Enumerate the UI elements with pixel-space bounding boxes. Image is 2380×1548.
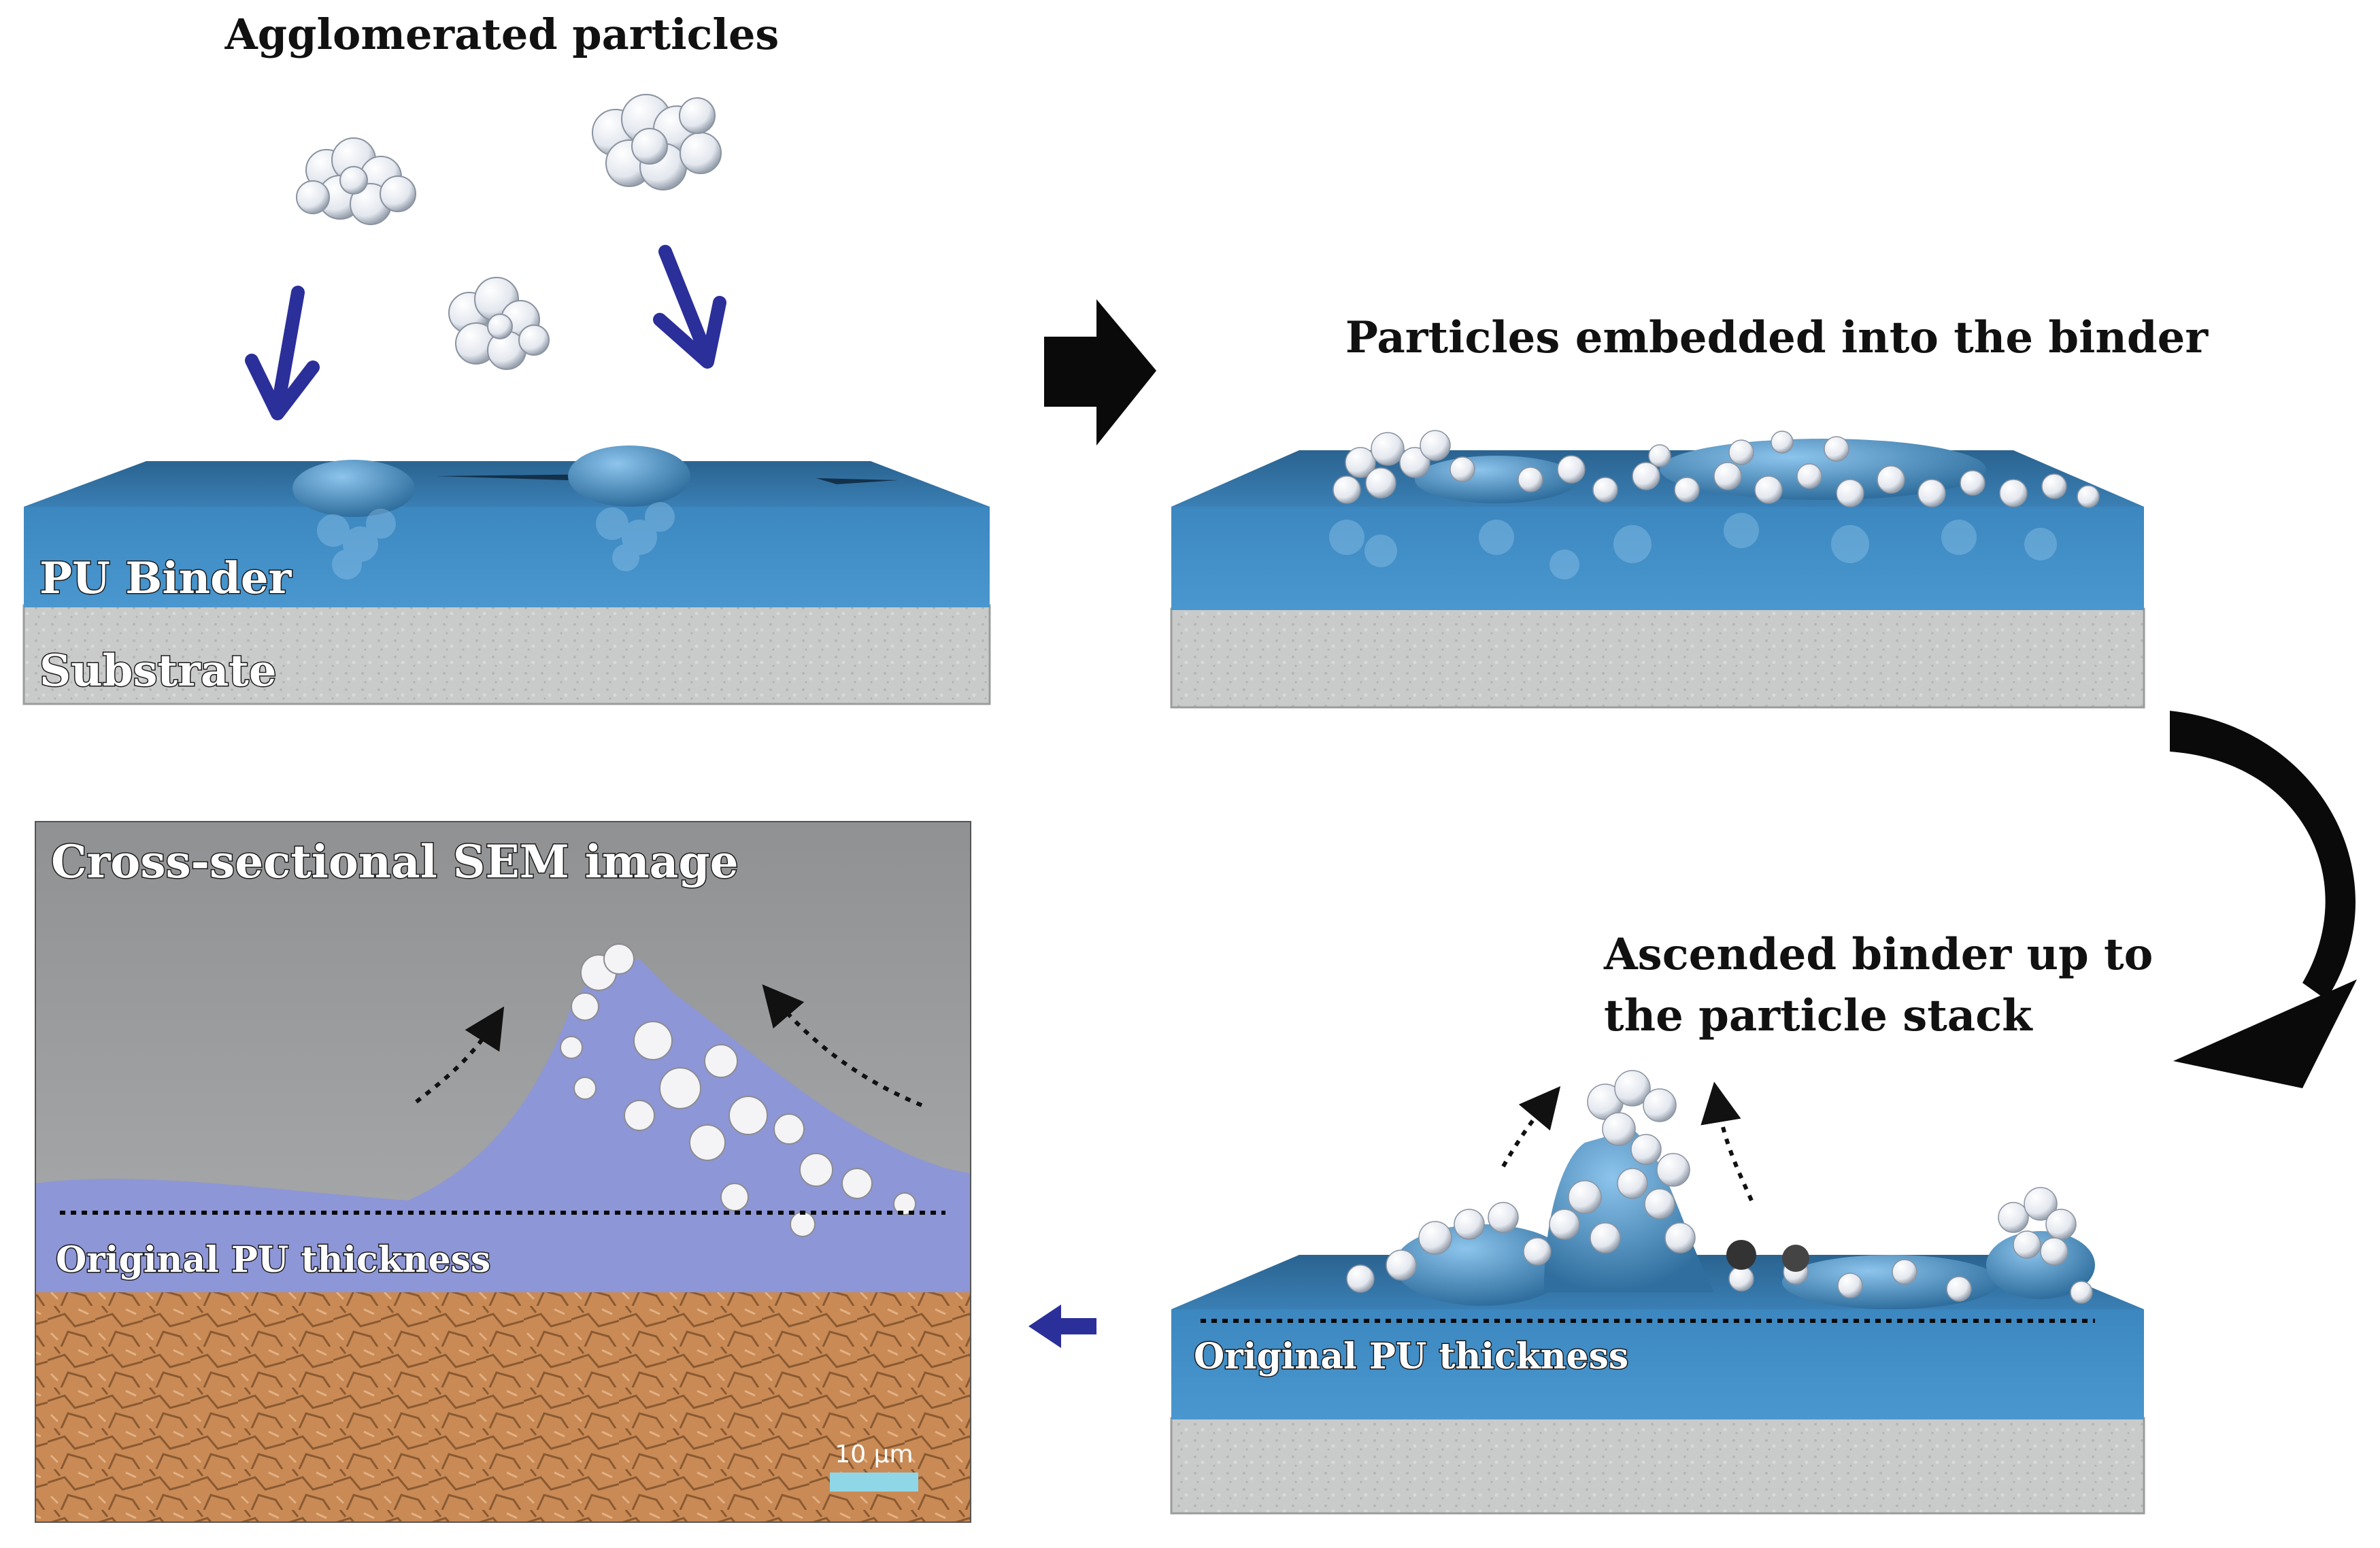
original-thickness-label: Original PU thickness bbox=[1194, 1336, 1628, 1377]
sem-particles bbox=[560, 943, 916, 1237]
agglomerated-label: Agglomerated particles bbox=[224, 10, 780, 59]
sem-panel: Original PU thickness Cross-sectional SE… bbox=[35, 822, 971, 1522]
panel-2-embedded: Particles embedded into the binder bbox=[1170, 312, 2209, 709]
dotted-arrow-icon bbox=[1501, 1081, 1754, 1202]
slab-1: PU Binder Substrate bbox=[22, 445, 991, 705]
substrate-layer bbox=[1170, 1417, 2145, 1515]
sem-substrate bbox=[35, 1285, 971, 1522]
particle-cluster bbox=[296, 137, 416, 225]
substrate-label: Substrate bbox=[39, 645, 277, 696]
particle-cluster bbox=[448, 277, 550, 370]
particle-stack bbox=[1346, 1070, 2095, 1309]
submerged-particles bbox=[317, 502, 675, 579]
submerged-particles bbox=[1329, 513, 2057, 579]
right-arrow-icon bbox=[1044, 299, 1156, 445]
substrate-layer bbox=[1170, 607, 2145, 709]
binder-layer bbox=[1171, 507, 2144, 610]
down-arrow-icon bbox=[245, 286, 320, 420]
particle-cluster bbox=[592, 94, 722, 190]
sem-original-thickness-label: Original PU thickness bbox=[56, 1239, 490, 1281]
binder-bump bbox=[292, 460, 415, 517]
substrate-layer bbox=[22, 604, 991, 705]
dotted-arrow-icon bbox=[415, 984, 923, 1107]
panel-3-ascended: Ascended binder up to the particle stack bbox=[1170, 929, 2153, 1515]
sem-frame bbox=[35, 821, 971, 1523]
binder-layer bbox=[24, 507, 990, 607]
embedded-label: Particles embedded into the binder bbox=[1345, 312, 2209, 363]
ascended-label-line2: the particle stack bbox=[1604, 990, 2033, 1041]
left-arrow-icon bbox=[1028, 1305, 1096, 1348]
sem-title: Cross-sectional SEM image bbox=[51, 835, 739, 888]
panel-1-dropping: Agglomerated particles PU Binder Substra… bbox=[22, 10, 991, 705]
ascended-label-line1: Ascended binder up to bbox=[1603, 929, 2153, 980]
binder-layer bbox=[1171, 1309, 2144, 1419]
curved-arrow-icon bbox=[2170, 711, 2357, 1088]
surface-particles bbox=[1333, 430, 2100, 508]
binder-top-surface bbox=[24, 461, 990, 507]
binder-bump bbox=[568, 445, 690, 507]
down-arrow-icon bbox=[653, 245, 726, 369]
scale-bar: 10 μm bbox=[830, 1441, 918, 1492]
pu-binder-label: PU Binder bbox=[39, 553, 292, 604]
scale-bar-label: 10 μm bbox=[835, 1441, 913, 1468]
